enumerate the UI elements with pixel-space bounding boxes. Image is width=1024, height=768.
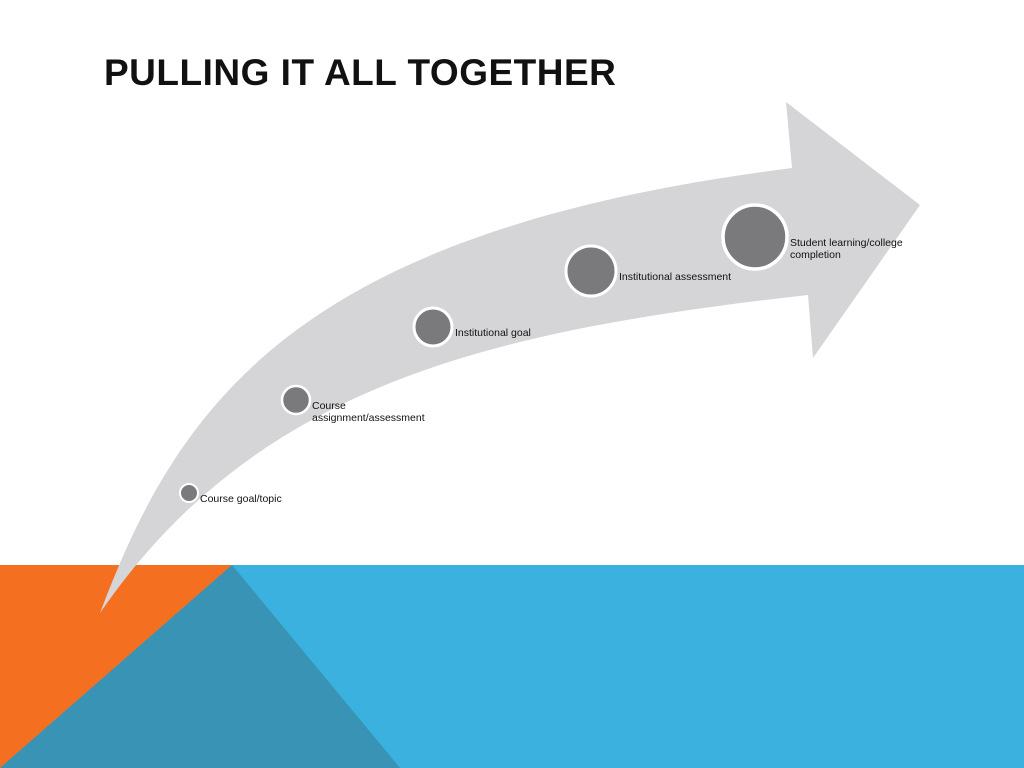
slide-title: PULLING IT ALL TOGETHER xyxy=(104,52,617,93)
dark-blue-triangle xyxy=(0,565,400,768)
step-label-course-goal: Course goal/topic xyxy=(200,493,282,505)
step-node-2 xyxy=(280,384,312,416)
step-node-5 xyxy=(721,203,789,271)
step-label-student-learning: Student learning/college completion xyxy=(790,237,903,261)
step-node-1 xyxy=(179,483,199,503)
step-node-3 xyxy=(412,306,454,348)
step-label-institutional-assessment: Institutional assessment xyxy=(619,271,732,283)
step-node-4 xyxy=(564,244,618,298)
step-label-course-assignment: Course assignment/assessment xyxy=(312,400,425,424)
step-label-institutional-goal: Institutional goal xyxy=(455,327,531,339)
curved-arrow xyxy=(100,102,920,613)
